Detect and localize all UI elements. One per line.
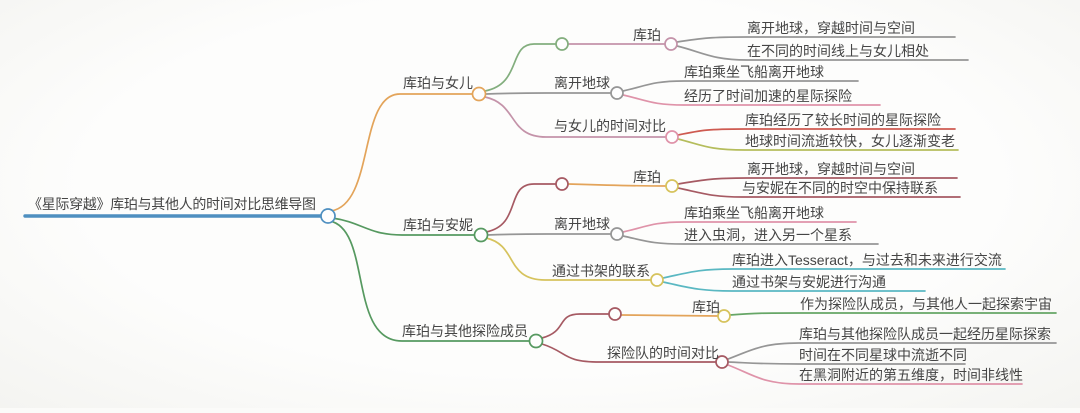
node-circle-branch3[interactable] [528,333,544,349]
link-branch2-bookshelf-leaf1 [662,268,1006,279]
link-branch1-time-compare [484,96,667,138]
link-branch2-cooper-leaf2 [677,187,961,198]
label-branch2-bookshelf[interactable]: 通过书架的联系 [552,263,650,279]
node-circle-branch1-coopergroup[interactable] [555,37,569,51]
leaf-branch3-compare-2[interactable]: 时间在不同星球中流逝不同 [799,347,967,363]
link-root-branch2 [331,217,475,236]
label-branch2-leave-earth[interactable]: 离开地球 [554,216,610,232]
label-branch2-cooper[interactable]: 库珀 [633,169,661,185]
leaf-branch1-compare-2[interactable]: 地球时间流逝较快，女儿逐渐变老 [745,133,955,149]
label-branch3[interactable]: 库珀与其他探险成员 [402,323,528,339]
label-branch2[interactable]: 库珀与安妮 [403,217,473,233]
link-branch2-leave-leaf1 [622,221,857,233]
node-circle-branch1-cooper[interactable] [664,37,678,51]
link-branch3-compare-leaf2 [727,361,966,365]
link-branch2-coopergroup [485,183,557,233]
link-branch3-team-compare [541,343,717,363]
root-label[interactable]: 《星际穿越》库珀与其他人的时间对比思维导图 [28,196,316,212]
link-branch2-bookshelf [485,237,652,281]
label-branch1[interactable]: 库珀与女儿 [403,75,473,91]
node-circle-branch3-coopergroup[interactable] [608,307,622,321]
link-branch3-compare-leaf3 [727,364,1023,385]
link-branch1-leave-leaf1 [622,80,859,92]
link-branch2-cooper [567,183,667,187]
label-branch1-cooper[interactable]: 库珀 [633,27,661,43]
link-branch3-cooper-leaf1 [729,312,1057,316]
leaf-branch2-bookshelf-2[interactable]: 通过书架与安妮进行沟通 [732,274,886,290]
leaf-branch1-cooper-2[interactable]: 在不同的时间线上与女儿相处 [747,43,929,59]
link-branch1-leave-earth [485,92,612,95]
link-branch1-cooper-leaf2 [676,45,969,61]
leaf-branch3-cooper-1[interactable]: 作为探险队成员，与其他人一起探索宇宙 [800,296,1052,312]
node-circle-root[interactable] [320,208,336,224]
link-branch2-leave-earth [486,233,612,236]
leaf-branch1-compare-1[interactable]: 库珀经历了较长时间的星际探险 [745,112,941,128]
link-branch1-compare-leaf2 [677,138,959,151]
link-branch2-bookshelf-leaf2 [662,281,926,292]
leaf-branch3-compare-1[interactable]: 库珀与其他探险队成员一起经历星际探索 [799,326,1051,342]
leaf-branch2-leave-1[interactable]: 库珀乘坐飞船离开地球 [684,205,824,221]
node-circle-branch3-team-compare[interactable] [715,355,729,369]
link-branch1-coopergroup [484,43,557,92]
node-circle-branch3-cooper[interactable] [717,309,731,323]
leaf-branch2-bookshelf-1[interactable]: 库珀进入Tesseract，与过去和未来进行交流 [732,252,1002,268]
node-circle-branch1[interactable] [471,86,487,102]
link-branch3-cooper [620,314,719,317]
node-circle-branch2-bookshelf[interactable] [650,273,664,287]
node-circle-branch2-cooper[interactable] [665,179,679,193]
leaf-branch3-compare-3[interactable]: 在黑洞附近的第五维度，时间非线性 [799,367,1023,383]
node-circle-branch2-coopergroup[interactable] [555,177,569,191]
label-layer: 《星际穿越》库珀与其他人的时间对比思维导图 库珀与女儿 库珀 离开地球，穿越时间… [28,20,1052,383]
link-root-branch1 [330,93,473,212]
label-branch1-leave-earth[interactable]: 离开地球 [554,75,610,91]
link-branch3-compare-leaf1 [727,342,1057,360]
node-circle-branch1-leave-earth[interactable] [610,86,624,100]
label-branch3-team-compare[interactable]: 探险队的时间对比 [607,345,719,361]
link-branch1-compare-leaf1 [677,128,956,136]
leaf-branch1-cooper-1[interactable]: 离开地球，穿越时间与空间 [747,20,915,36]
leaf-branch2-leave-2[interactable]: 进入虫洞，进入另一个星系 [684,227,852,243]
leaf-branch1-leave-2[interactable]: 经历了时间加速的星际探险 [684,88,852,104]
leaf-branch2-cooper-1[interactable]: 离开地球，穿越时间与空间 [747,161,915,177]
link-branch2-cooper-leaf1 [677,177,958,185]
link-branch1-leave-leaf2 [622,94,881,106]
node-circle-branch2-leave-earth[interactable] [610,227,624,241]
node-circle-branch1-time-compare[interactable] [665,130,679,144]
label-branch1-time-compare[interactable]: 与女儿的时间对比 [554,118,666,134]
leaf-branch2-cooper-2[interactable]: 与安妮在不同的时空中保持联系 [742,180,938,196]
label-branch3-cooper[interactable]: 库珀 [692,299,720,315]
link-layer [23,36,1057,385]
link-branch1-cooper-leaf1 [676,36,956,43]
leaf-branch1-leave-1[interactable]: 库珀乘坐飞船离开地球 [684,64,824,80]
link-branch2-leave-leaf2 [622,235,879,245]
node-circle-branch2[interactable] [473,227,489,243]
node-circle-layer [320,37,731,369]
link-root-branch3 [329,220,530,342]
link-branch3-coopergroup [541,313,610,339]
